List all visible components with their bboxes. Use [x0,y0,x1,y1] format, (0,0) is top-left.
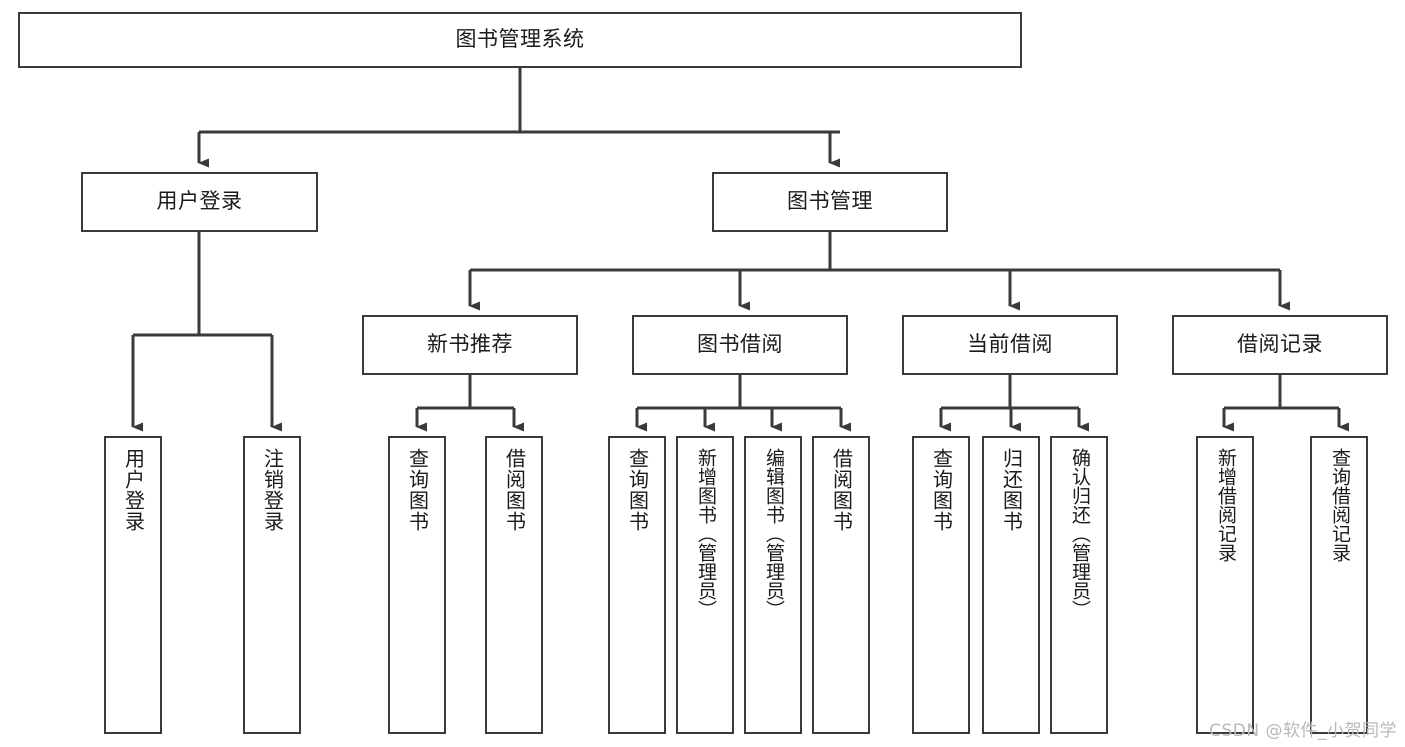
node-leaf-confirm-return-admin[interactable]: 确认归还（管理员） [1050,436,1108,734]
node-leaf-borrow-books-recommend[interactable]: 借阅图书 [485,436,543,734]
node-label: 注销登录 [260,448,285,532]
node-leaf-add-borrow-record[interactable]: 新增借阅记录 [1196,436,1254,734]
node-book-borrow[interactable]: 图书借阅 [632,315,848,375]
node-label: 用户登录 [156,189,243,214]
node-borrow-record[interactable]: 借阅记录 [1172,315,1388,375]
node-leaf-query-books-borrow[interactable]: 查询图书 [608,436,666,734]
node-label: 借阅图书 [829,448,854,532]
node-label: 新增借阅记录 [1214,448,1237,562]
node-leaf-add-book-admin[interactable]: 新增图书（管理员） [676,436,734,734]
node-label: 图书管理系统 [455,27,585,52]
node-label: 用户登录 [121,448,146,532]
node-label: 确认归还（管理员） [1068,448,1091,619]
node-leaf-query-books-current[interactable]: 查询图书 [912,436,970,734]
node-label: 新增图书（管理员） [694,448,717,619]
node-label: 图书借阅 [697,332,783,357]
node-leaf-query-borrow-record[interactable]: 查询借阅记录 [1310,436,1368,734]
node-book-management[interactable]: 图书管理 [712,172,948,232]
node-new-book-recommend[interactable]: 新书推荐 [362,315,578,375]
node-label: 编辑图书（管理员） [762,448,785,619]
node-leaf-query-books-recommend[interactable]: 查询图书 [388,436,446,734]
node-label: 查询图书 [625,448,650,532]
node-label: 借阅记录 [1237,332,1323,357]
node-label: 借阅图书 [502,448,527,532]
node-leaf-logout-login[interactable]: 注销登录 [243,436,301,734]
node-leaf-edit-book-admin[interactable]: 编辑图书（管理员） [744,436,802,734]
node-current-borrow[interactable]: 当前借阅 [902,315,1118,375]
node-label: 查询借阅记录 [1328,448,1351,562]
node-leaf-user-login[interactable]: 用户登录 [104,436,162,734]
node-label: 新书推荐 [427,332,513,357]
node-label: 当前借阅 [967,332,1053,357]
node-label: 归还图书 [999,448,1024,532]
node-label: 查询图书 [929,448,954,532]
node-leaf-return-books[interactable]: 归还图书 [982,436,1040,734]
node-user-login[interactable]: 用户登录 [81,172,318,232]
node-leaf-borrow-books[interactable]: 借阅图书 [812,436,870,734]
node-root-book-management-system[interactable]: 图书管理系统 [18,12,1022,68]
node-label: 查询图书 [405,448,430,532]
node-label: 图书管理 [787,189,873,214]
